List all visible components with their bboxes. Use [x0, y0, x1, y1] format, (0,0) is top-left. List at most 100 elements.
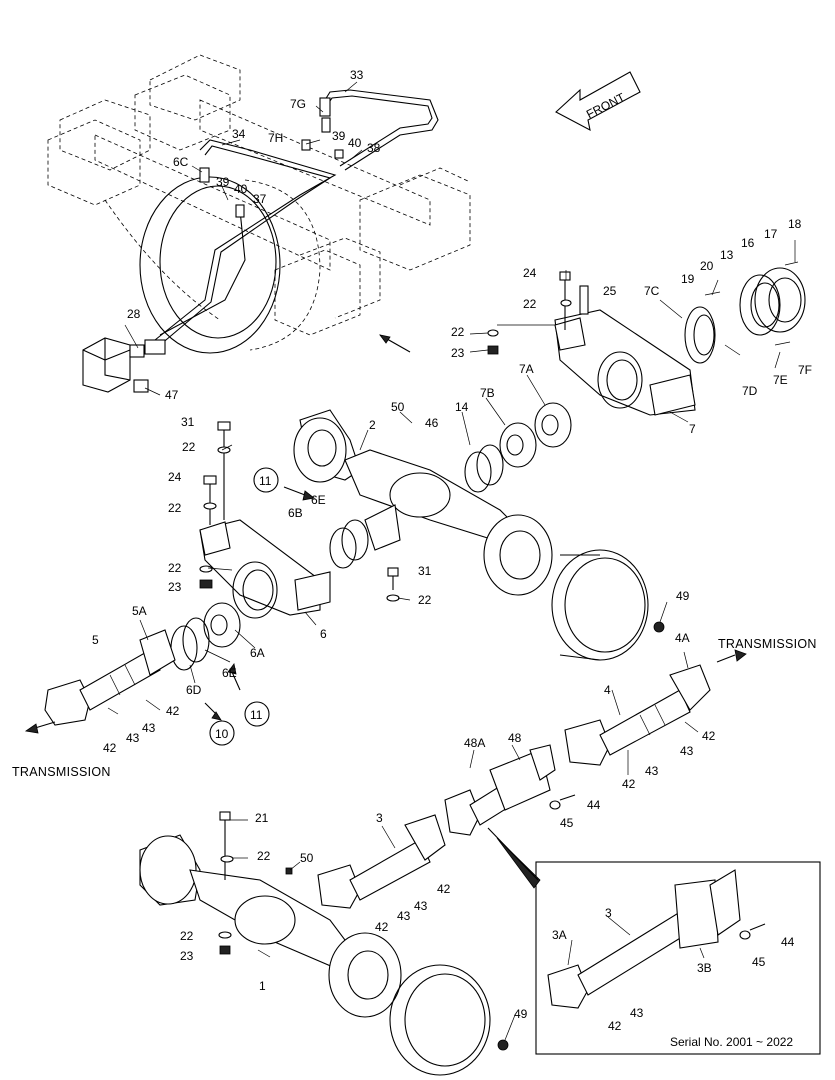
- callout-42c: 42: [702, 729, 716, 743]
- callout-5A: 5A: [132, 604, 147, 618]
- callout-49a: 49: [676, 589, 690, 603]
- callout-1: 1: [259, 979, 266, 993]
- callout-44a: 44: [587, 798, 601, 812]
- callout-17: 17: [764, 227, 778, 241]
- callout-22h: 22: [180, 929, 194, 943]
- callout-46: 46: [425, 416, 439, 430]
- transmission-label-left: TRANSMISSION: [12, 765, 111, 779]
- callout-44b: 44: [781, 935, 795, 949]
- callout-50a: 50: [391, 400, 405, 414]
- callout-20: 20: [700, 259, 714, 273]
- callout-42e: 42: [437, 882, 451, 896]
- frame-assembly: FRONT: [47, 54, 641, 396]
- callout-22e: 22: [168, 561, 182, 575]
- bracket-7-assembly: [464, 261, 806, 493]
- callout-23c: 23: [180, 949, 194, 963]
- callout-45b: 45: [752, 955, 766, 969]
- callout-4A: 4A: [675, 631, 690, 645]
- callout-11b-circle: [244, 701, 270, 727]
- callout-23a: 23: [451, 346, 465, 360]
- callout-3-inset: 3: [605, 906, 612, 920]
- part-48: [444, 744, 576, 836]
- callout-7F: 7F: [798, 363, 812, 377]
- callout-43f: 43: [397, 909, 411, 923]
- callout-34: 34: [232, 127, 246, 141]
- callout-10: 10: [215, 727, 229, 741]
- callout-3A: 3A: [552, 928, 567, 942]
- callout-48: 48: [508, 731, 522, 745]
- callout-42f: 42: [375, 920, 389, 934]
- callout-22b: 22: [451, 325, 465, 339]
- callout-6A: 6A: [250, 646, 265, 660]
- callout-10-circle: [209, 720, 235, 746]
- callout-6D: 6D: [186, 683, 202, 697]
- transmission-arrows: [24, 486, 747, 734]
- front-arrow: FRONT: [555, 71, 641, 132]
- callout-47: 47: [165, 388, 179, 402]
- callout-22a: 22: [523, 297, 537, 311]
- leader-lines: [107, 81, 796, 1041]
- callout-45a: 45: [560, 816, 574, 830]
- callout-7G: 7G: [290, 97, 306, 111]
- callout-43d: 43: [645, 764, 659, 778]
- callout-43c: 43: [680, 744, 694, 758]
- callout-22d: 22: [168, 501, 182, 515]
- callout-43e: 43: [414, 899, 428, 913]
- callout-42a: 42: [166, 704, 180, 718]
- callout-39b: 39: [216, 175, 230, 189]
- callout-labels: 33 7G 7H 34 39 40 38 6C 39 40 37 28 47 2…: [92, 68, 812, 1033]
- callout-11a-circle: [253, 467, 279, 493]
- callout-7A: 7A: [519, 362, 534, 376]
- callout-22c: 22: [182, 440, 196, 454]
- callout-14: 14: [455, 400, 469, 414]
- callout-43a: 43: [142, 721, 156, 735]
- axle-1: [139, 811, 509, 1076]
- callout-11b: 11: [250, 708, 263, 722]
- callout-6: 6: [320, 627, 327, 641]
- callout-40b: 40: [234, 182, 248, 196]
- callout-49b: 49: [514, 1007, 528, 1021]
- callout-42b: 42: [103, 741, 117, 755]
- serial-note: Serial No. 2001 ~ 2022: [670, 1035, 793, 1049]
- callout-6B: 6B: [288, 506, 303, 520]
- callout-43b: 43: [126, 731, 140, 745]
- inset-serial-detail: [487, 827, 821, 1055]
- callout-6C: 6C: [173, 155, 189, 169]
- callout-7: 7: [689, 422, 696, 436]
- callout-16: 16: [741, 236, 755, 250]
- callout-21: 21: [255, 811, 269, 825]
- transmission-label-right: TRANSMISSION: [718, 637, 817, 651]
- bracket-6-assembly: [170, 421, 400, 671]
- callout-33: 33: [350, 68, 364, 82]
- drive-shaft-5: [44, 629, 176, 726]
- callout-5: 5: [92, 633, 99, 647]
- callout-13: 13: [720, 248, 734, 262]
- callout-39a: 39: [332, 129, 346, 143]
- callout-24a: 24: [523, 266, 537, 280]
- callout-50b: 50: [300, 851, 314, 865]
- callout-19: 19: [681, 272, 695, 286]
- callout-7C: 7C: [644, 284, 660, 298]
- callout-6E: 6E: [311, 493, 326, 507]
- callout-31a: 31: [181, 415, 195, 429]
- inset-frame: [535, 861, 821, 1055]
- callout-42g: 42: [608, 1019, 622, 1033]
- callout-11a: 11: [259, 474, 272, 488]
- callout-48A: 48A: [464, 736, 485, 750]
- callout-6E2: 6E: [222, 666, 237, 680]
- callout-3B: 3B: [697, 961, 712, 975]
- callout-7D: 7D: [742, 384, 758, 398]
- callout-24b: 24: [168, 470, 182, 484]
- callout-28: 28: [127, 307, 141, 321]
- callout-37: 37: [253, 192, 267, 206]
- callout-18: 18: [788, 217, 802, 231]
- drive-shaft-4: [564, 664, 711, 766]
- callout-23b: 23: [168, 580, 182, 594]
- callout-38: 38: [367, 141, 381, 155]
- drive-shaft-3: [317, 814, 446, 909]
- callout-40a: 40: [348, 136, 362, 150]
- callout-2: 2: [369, 418, 376, 432]
- callout-22g: 22: [257, 849, 271, 863]
- callout-4: 4: [604, 683, 611, 697]
- callout-31b: 31: [418, 564, 432, 578]
